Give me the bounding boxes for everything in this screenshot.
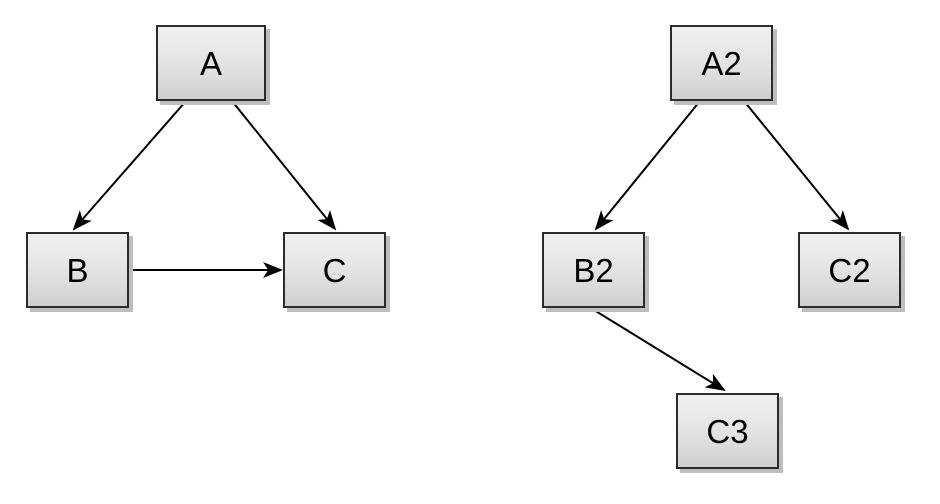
- edge-a-to-b: [72, 100, 187, 231]
- node-c[interactable]: C: [283, 232, 386, 308]
- node-a[interactable]: A: [156, 25, 266, 101]
- node-label: C2: [828, 251, 871, 289]
- edge-b2-to-c3: [593, 309, 726, 392]
- edges-group: [72, 100, 850, 392]
- edge-a2-to-b2: [594, 100, 701, 231]
- node-b[interactable]: B: [26, 232, 129, 308]
- node-c3[interactable]: C3: [676, 393, 779, 469]
- node-c2[interactable]: C2: [798, 232, 901, 308]
- node-label: C: [322, 251, 347, 289]
- node-b2[interactable]: B2: [542, 232, 645, 308]
- node-label: A: [199, 44, 222, 82]
- edge-a-to-c: [231, 100, 337, 231]
- node-label: B: [66, 251, 89, 289]
- edge-a2-to-c2: [743, 100, 850, 231]
- node-label: A2: [701, 44, 742, 82]
- node-label: B2: [573, 251, 614, 289]
- node-a2[interactable]: A2: [670, 25, 773, 101]
- node-label: C3: [706, 412, 749, 450]
